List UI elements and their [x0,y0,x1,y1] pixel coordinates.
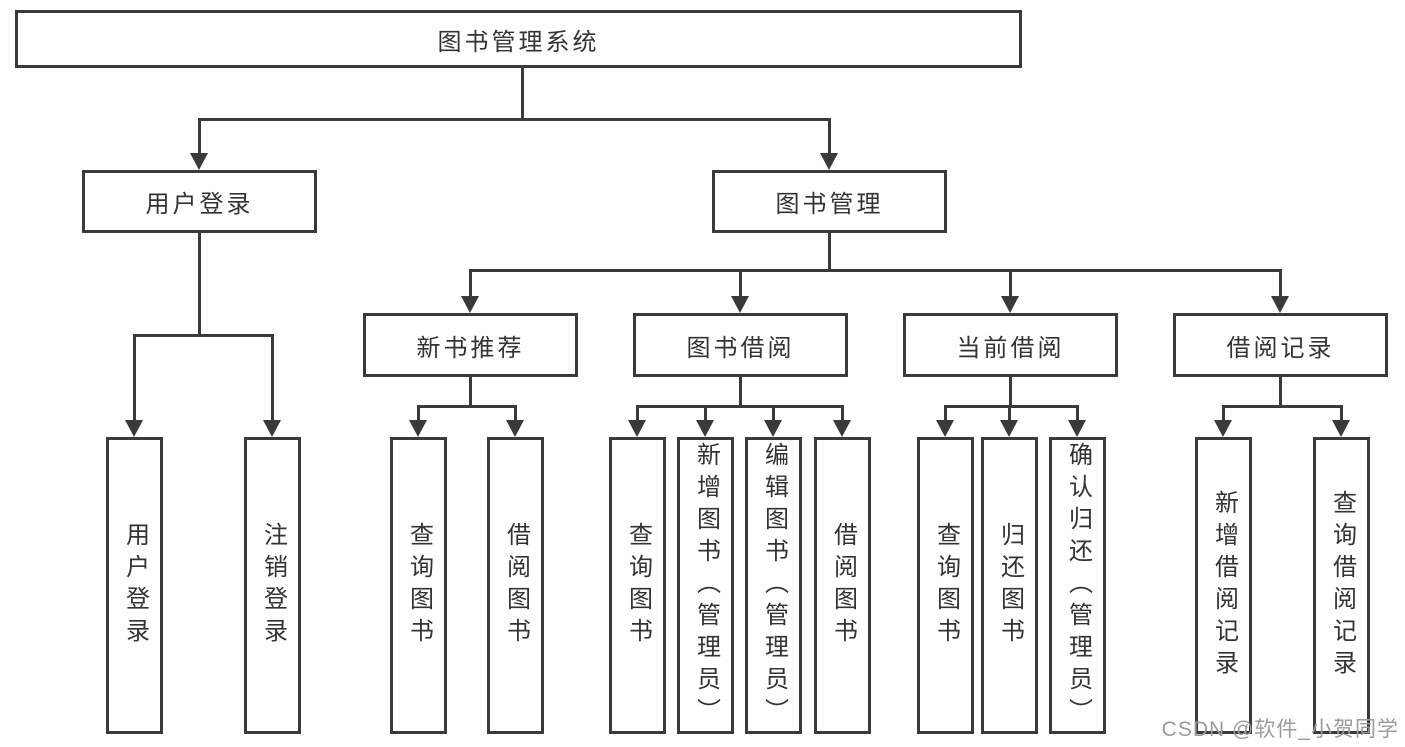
node-new-book-recommend: 新书推荐 [363,313,578,377]
connector-line [1222,405,1225,421]
connector-line [469,377,472,408]
node-label: 用户登录 [121,521,149,650]
connector-line [198,118,831,121]
arrow-down [1271,296,1289,313]
connector-line [1009,269,1012,297]
arrow-down [1001,296,1019,313]
connector-line [944,405,1079,408]
node-leaf-add-borrow-record: 新增借阅记录 [1195,437,1252,734]
node-label: 注销登录 [259,521,287,650]
connector-line [944,405,947,421]
node-leaf-query-books-recommend: 查询图书 [390,437,447,734]
connector-line [1279,269,1282,297]
connector-line [521,66,524,121]
arrow-down [409,420,427,437]
connector-line [636,405,844,408]
connector-line [828,118,831,154]
connector-line [469,269,472,297]
node-leaf-borrow-books-recommend: 借阅图书 [487,437,544,734]
arrow-down [820,153,838,170]
arrow-down [263,420,281,437]
node-label: 查询图书 [624,521,652,650]
connector-line [514,405,517,421]
node-label: 编辑图书（管理员） [760,441,788,730]
node-book-borrow: 图书借阅 [633,313,848,377]
connector-line [772,405,775,421]
node-label: 查询借阅记录 [1328,489,1356,682]
node-book-management: 图书管理 [712,170,947,233]
connector-line [1076,405,1079,421]
node-borrow-records: 借阅记录 [1173,313,1388,377]
node-label: 借阅图书 [829,521,857,650]
connector-line [739,269,742,297]
node-label: 图书借阅 [686,334,795,362]
node-label: 确认归还（管理员） [1064,441,1092,730]
connector-line [1009,377,1012,408]
arrow-down [125,420,143,437]
node-library-system: 图书管理系统 [15,10,1022,68]
node-label: 查询图书 [405,521,433,650]
connector-line [841,405,844,421]
connector-line [1279,377,1282,408]
connector-line [739,377,742,408]
connector-line [133,334,274,337]
node-label: 新增图书（管理员） [692,441,720,730]
connector-line [198,118,201,154]
arrow-down [628,420,646,437]
watermark-csdn: CSDN @软件_小贺同学 [1161,718,1399,741]
node-leaf-query-books-borrow: 查询图书 [609,437,666,734]
arrow-down [1000,420,1018,437]
connector-line [469,269,1282,272]
connector-line [636,405,639,421]
node-leaf-user-login: 用户登录 [106,437,163,734]
arrow-down [461,296,479,313]
node-label: 借阅图书 [502,521,530,650]
node-leaf-query-borrow-record: 查询借阅记录 [1313,437,1370,734]
arrow-down [764,420,782,437]
arrow-down [1332,420,1350,437]
node-leaf-query-books-current: 查询图书 [917,437,974,734]
connector-line [417,405,420,421]
node-label: 新增借阅记录 [1210,489,1238,682]
node-user-login: 用户登录 [82,170,317,233]
connector-line [1008,405,1011,421]
node-leaf-edit-book-admin: 编辑图书（管理员） [745,437,802,734]
node-label: 新书推荐 [416,334,525,362]
node-leaf-logout: 注销登录 [244,437,301,734]
node-label: 归还图书 [996,521,1024,650]
node-label: 图书管理系统 [437,28,600,56]
arrow-down [190,153,208,170]
node-current-borrow: 当前借阅 [903,313,1118,377]
node-label: 当前借阅 [956,334,1065,362]
node-leaf-borrow-books: 借阅图书 [814,437,871,734]
arrow-down [731,296,749,313]
connector-line [417,405,517,408]
connector-line [828,233,831,272]
connector-line [271,334,274,421]
connector-line [704,405,707,421]
node-label: 查询图书 [932,521,960,650]
node-leaf-confirm-return-admin: 确认归还（管理员） [1049,437,1106,734]
node-label: 图书管理 [775,191,884,218]
arrow-down [696,420,714,437]
arrow-down [833,420,851,437]
node-label: 用户登录 [145,191,254,218]
connector-line [1340,405,1343,421]
node-label: 借阅记录 [1226,334,1335,362]
arrow-down [506,420,524,437]
connector-line [198,233,201,337]
arrow-down [1214,420,1232,437]
node-leaf-add-book-admin: 新增图书（管理员） [677,437,734,734]
node-leaf-return-book: 归还图书 [981,437,1038,734]
arrow-down [936,420,954,437]
arrow-down [1068,420,1086,437]
connector-line [1222,405,1343,408]
connector-line [133,334,136,421]
